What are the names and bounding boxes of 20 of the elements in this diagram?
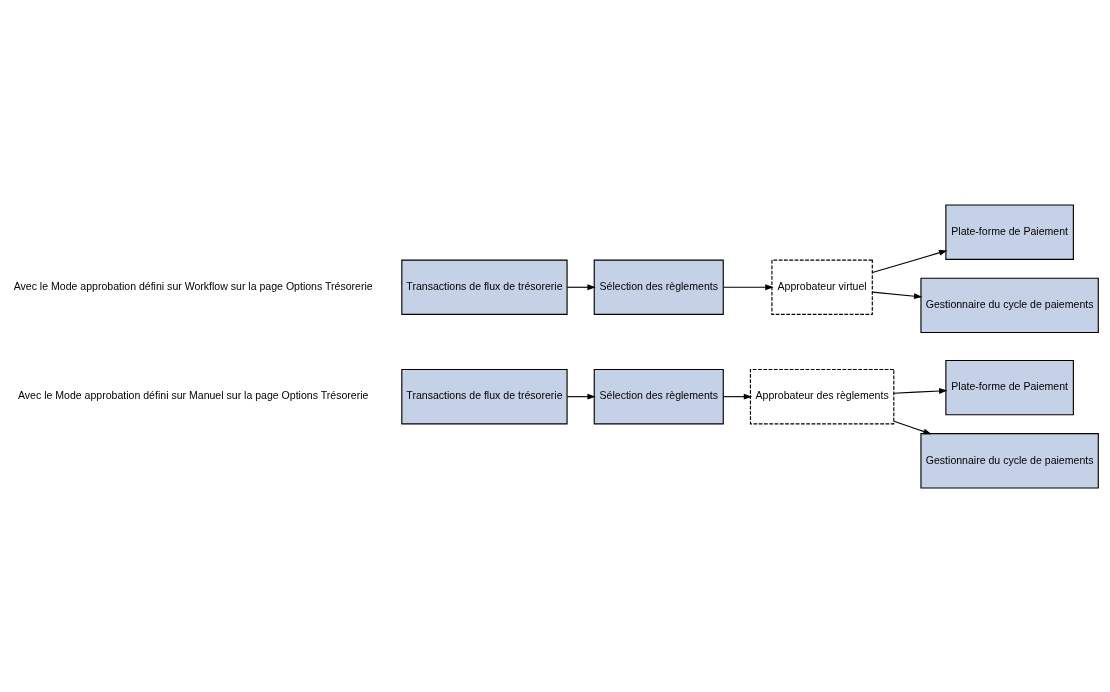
arrow <box>722 393 753 400</box>
node-box: Sélection des règlements <box>593 368 724 424</box>
node-box: Plate-forme de Paiement <box>945 203 1074 260</box>
arrow <box>566 393 596 400</box>
arrow <box>871 291 923 299</box>
node-box: Plate-forme de Paiement <box>945 359 1074 415</box>
node-box: Gestionnaire du cycle de paiements <box>920 432 1099 489</box>
arrow <box>871 249 948 273</box>
label: Avec le Mode approbation défini sur Workflow sur la page Options Trésorerie <box>13 279 373 292</box>
arrow <box>893 387 948 394</box>
node-box: Approbateur virtuel <box>771 259 873 315</box>
node-box: Transactions de flux de trésorerie <box>401 368 568 424</box>
label: Avec le Mode approbation défini sur Manuel sur la page Options Trésorerie <box>17 388 369 401</box>
node-box: Transactions de flux de trésorerie <box>401 259 568 315</box>
node-box: Gestionnaire du cycle de paiements <box>920 277 1099 333</box>
arrow <box>566 283 596 290</box>
arrow <box>722 283 774 290</box>
node-box: Sélection des règlements <box>593 259 724 315</box>
arrow <box>893 420 932 434</box>
node-box: Approbateur des règlements <box>749 368 895 424</box>
